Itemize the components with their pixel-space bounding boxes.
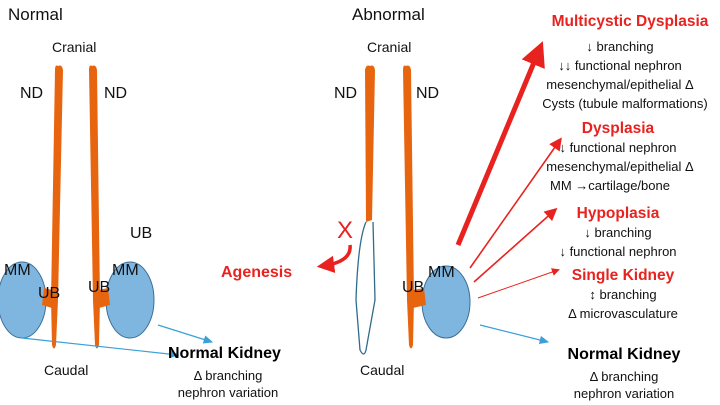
abnormal-left-duct-outline [355, 221, 376, 355]
normal-right-ureteric-bud [99, 288, 110, 308]
dysplasia-line2: mesenchymal/epithelial Δ [546, 159, 694, 174]
normal-kidney-left-line2: nephron variation [178, 385, 278, 400]
dysplasia-line1: ↓ functional nephron [559, 140, 676, 155]
arrow-single-kidney [477, 268, 560, 299]
normal-kidney-left-line1: Δ branching [194, 368, 263, 383]
abnormal-ub-label: UB [402, 279, 424, 296]
normal-nd-right-label: ND [104, 85, 127, 102]
abnormal-left-nephric-duct [365, 65, 375, 222]
abnormal-x-mark: X [337, 217, 353, 244]
abnormal-cranial-label: Cranial [367, 39, 411, 55]
normal-cranial-label: Cranial [52, 39, 96, 55]
abnormal-right-nephric-duct [403, 65, 414, 349]
single-kidney-title: Single Kidney [572, 267, 675, 284]
multicystic-line3: mesenchymal/epithelial Δ [546, 77, 694, 92]
abnormal-title: Abnormal [352, 5, 425, 24]
dysplasia-line3: MM →cartilage/bone [550, 178, 670, 193]
multicystic-line1: ↓ branching [586, 39, 653, 54]
normal-caudal-label: Caudal [44, 362, 88, 378]
single-kidney-line1: ↕ branching [589, 287, 656, 302]
dysplasia-title: Dysplasia [582, 120, 655, 137]
normal-kidney-abn-line2: nephron variation [574, 386, 674, 401]
normal-ub-left-label: UB [38, 285, 60, 302]
arrow-hypoplasia [473, 207, 558, 283]
normal-left-ureteric-bud [42, 288, 52, 308]
abnormal-caudal-label: Caudal [360, 362, 404, 378]
agenesis-label: Agenesis [221, 264, 292, 281]
normal-mm-right-label: MM [112, 262, 139, 279]
normal-mm-left-label: MM [4, 262, 31, 279]
normal-left-nephric-duct [51, 65, 63, 349]
single-kidney-line2: Δ microvasculature [568, 306, 678, 321]
normal-title: Normal [8, 5, 63, 24]
hypoplasia-title: Hypoplasia [577, 205, 660, 222]
agenesis-arrow [316, 244, 352, 274]
abnormal-nd-left-label: ND [334, 85, 357, 102]
normal-nd-left-label: ND [20, 85, 43, 102]
normal-ub-floating-label: UB [130, 225, 152, 242]
hypoplasia-line2: ↓ functional nephron [559, 244, 676, 259]
normal-kidney-abn-line1: Δ branching [590, 369, 659, 384]
arrow-multicystic [455, 41, 545, 246]
abnormal-mm-label: MM [428, 264, 455, 281]
arrow-dysplasia [469, 137, 562, 269]
normal-kidney-left-title: Normal Kidney [168, 345, 281, 362]
multicystic-title: Multicystic Dysplasia [552, 13, 709, 30]
multicystic-line4: Cysts (tubule malformations) [542, 96, 707, 111]
normal-arrow-right-kidney [157, 324, 214, 344]
multicystic-line2: ↓↓ functional nephron [558, 58, 682, 73]
abnormal-ureteric-bud [413, 288, 426, 308]
normal-ub-right-label: UB [88, 279, 110, 296]
abnormal-nd-right-label: ND [416, 85, 439, 102]
hypoplasia-line1: ↓ branching [584, 225, 651, 240]
normal-kidney-abn-title: Normal Kidney [568, 346, 681, 363]
normal-arrow-left-kidney [21, 337, 180, 359]
arrow-normal-kidney-abn [479, 324, 550, 345]
normal-right-nephric-duct [89, 65, 100, 349]
